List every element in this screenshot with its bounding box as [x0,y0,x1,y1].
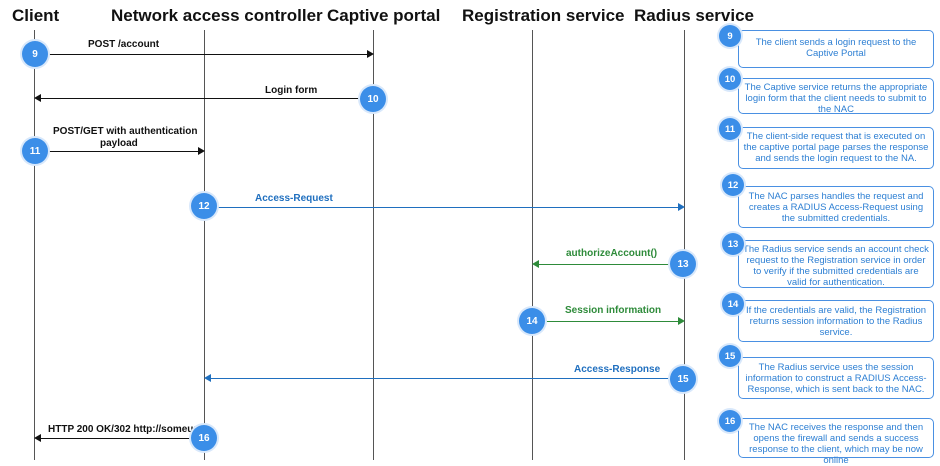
actor-captive-portal: Captive portal [327,6,441,25]
message-12-label: Access-Request [255,193,333,204]
message-15-label: Access-Response [574,364,661,375]
step-10-badge: 10 [360,86,386,112]
message-14-line [532,321,679,322]
step-13-badge: 13 [670,251,696,277]
message-10-label: Login form [265,85,318,96]
actor-client: Client [12,6,60,25]
note-10: The Captive service returns the appropri… [738,78,934,115]
message-13-arrowhead [532,260,539,268]
note-16: The NAC receives the response and then o… [738,418,934,466]
message-11-label-line1: POST/GET with authentication [53,126,198,137]
actor-radius-service: Radius service [634,6,755,25]
message-9-line [34,54,368,55]
message-14-label: Session information [565,305,662,316]
note-11: The client-side request that is executed… [738,127,934,169]
message-10-arrowhead [34,94,41,102]
note-14: If the credentials are valid, the Regist… [738,300,934,342]
actor-nac: Network access controller [111,6,323,25]
message-16-arrowhead [34,434,41,442]
message-13-line [538,264,684,265]
message-16-label: HTTP 200 OK/302 http://someurl [48,424,201,435]
note-13: The Radius service sends an account chec… [738,240,934,288]
message-15-arrowhead [204,374,211,382]
message-14-arrowhead [678,317,685,325]
note-14-badge: 14 [722,293,744,315]
message-13-label: authorizeAccount() [566,248,658,259]
lifeline-captive-portal [373,30,374,460]
note-9: The client sends a login request to the … [738,30,934,68]
note-12: The NAC parses handles the request and c… [738,186,934,228]
step-14-badge: 14 [519,308,545,334]
message-15-line [210,378,684,379]
message-12-arrowhead [678,203,685,211]
note-15-badge: 15 [719,345,741,367]
message-9-arrowhead [367,50,374,58]
step-12-badge: 12 [191,193,217,219]
note-15: The Radius service uses the session info… [738,357,934,399]
lifeline-client [34,30,35,460]
note-12-badge: 12 [722,174,744,196]
note-16-badge: 16 [719,410,741,432]
message-12-line [204,207,679,208]
message-11-arrowhead [198,147,205,155]
note-13-badge: 13 [722,233,744,255]
message-10-line [40,98,373,99]
lifeline-registration-service [532,30,533,460]
step-9-badge: 9 [22,41,48,67]
step-16-badge: 16 [191,425,217,451]
message-9-label: POST /account [88,39,160,50]
step-15-badge: 15 [670,366,696,392]
lifeline-nac [204,30,205,460]
note-11-badge: 11 [719,118,741,140]
note-9-badge: 9 [719,25,741,47]
actor-registration-service: Registration service [462,6,625,25]
message-11-line [34,151,199,152]
note-10-badge: 10 [719,68,741,90]
lifeline-radius-service [684,30,685,460]
message-16-line [40,438,204,439]
step-11-badge: 11 [22,138,48,164]
message-11-label-line2: payload [100,138,138,149]
